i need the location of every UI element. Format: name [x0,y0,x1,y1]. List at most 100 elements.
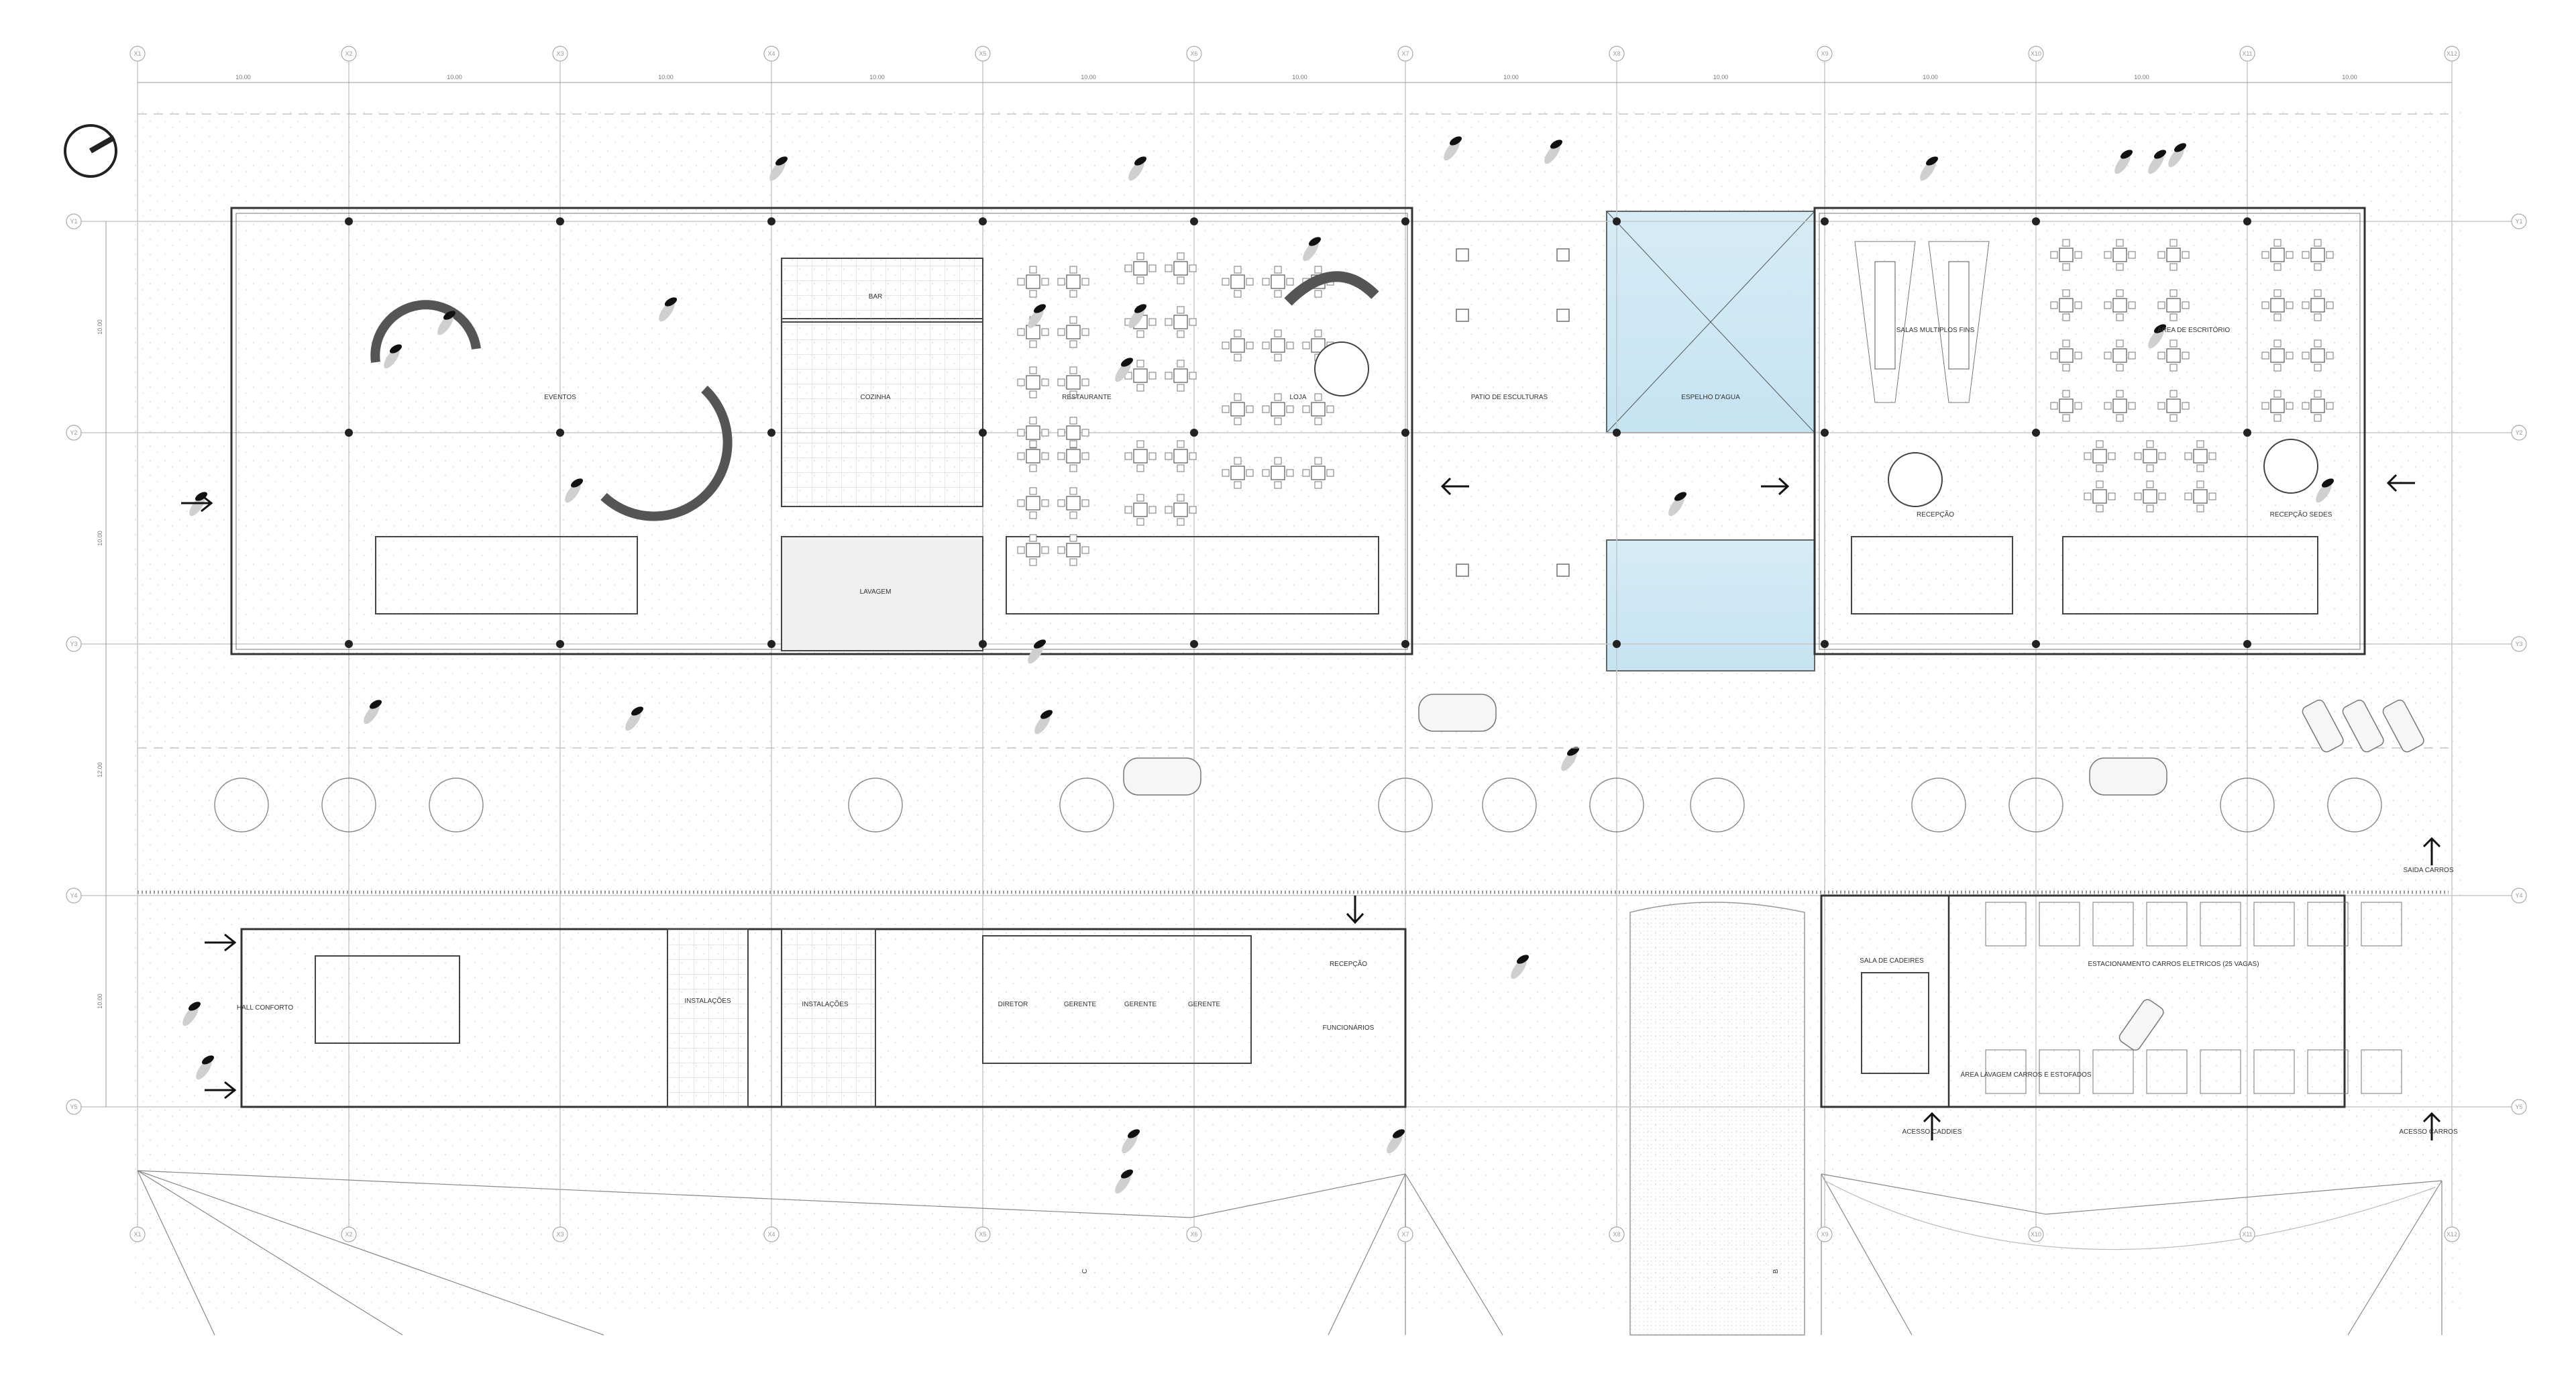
chair [1069,440,1077,448]
chair [2169,339,2178,347]
person [2120,150,2133,159]
chair [2128,402,2136,410]
person [1120,358,1134,367]
chair [1314,481,1322,489]
chair [2302,402,2310,410]
chair [1274,266,1282,274]
parking-bay [2253,902,2295,947]
tree [2327,778,2382,833]
north-arrow-icon [64,124,117,178]
chair [1081,429,1089,437]
grid-label-col: X10 [2031,50,2041,57]
chair [1148,264,1157,272]
chair [2074,251,2082,259]
table [1271,466,1285,480]
dim-label: 10.00 [235,74,251,81]
chair [1274,329,1282,337]
person [1674,492,1687,501]
chair [2084,492,2092,500]
person-shadow [1544,143,1560,164]
chair [2273,364,2282,372]
person-shadow [769,160,786,181]
person-shadow [1128,307,1144,329]
sculpture-plinth [1556,309,1570,322]
parking-bay [2092,1049,2134,1094]
grid-bubble [2511,636,2527,652]
column [1613,429,1621,437]
person [1134,304,1147,313]
chair [2273,239,2282,247]
chair [1029,417,1037,425]
person [1449,136,1462,146]
chair [2326,301,2334,309]
dim-label: 10.00 [1923,74,1938,81]
column [2032,429,2040,437]
chair [1314,329,1322,337]
table [1066,325,1081,339]
gravel-garden [1629,902,1805,1336]
table [1133,449,1148,464]
chair [1165,264,1173,272]
chair [1165,372,1173,380]
curved-bench [370,300,481,363]
tree [2220,778,2275,833]
label-loja: LOJA [1289,394,1306,401]
grid-label-row: Y5 [70,1104,77,1110]
grid-bubble [341,46,357,62]
chair [2157,402,2165,410]
dim-label: 10.00 [1503,74,1519,81]
chair [1069,366,1077,374]
column [556,640,564,648]
grid-label-col: X4 [767,50,775,57]
chair [2286,402,2294,410]
chair [1302,469,1310,477]
table [1271,274,1285,289]
building-south-east [1820,894,2346,1108]
chair [2128,251,2136,259]
sculpture-plinth [1456,309,1469,322]
chair [1057,278,1065,286]
chair [2116,390,2124,398]
tree [2008,778,2063,833]
table [2310,298,2325,313]
person [664,297,678,307]
tree [1378,778,1433,833]
chair [1136,330,1144,338]
chair [2116,339,2124,347]
chair [2314,239,2322,247]
label-estacionamento: ESTACIONAMENTO CARROS ELETRICOS (25 VAGA… [2088,961,2259,968]
chair [2182,402,2190,410]
table [2059,248,2074,262]
chair [1314,266,1322,274]
chair [2273,289,2282,297]
chair [2108,492,2116,500]
chair [1262,341,1270,350]
table [2143,489,2157,504]
chair [2302,301,2310,309]
chair [1234,417,1242,425]
grid-bubble [2511,1099,2527,1115]
site-ground [134,107,2462,1315]
person-shadow [437,314,453,335]
table [1026,274,1040,289]
chair [2158,452,2166,460]
label-lavagem-carros: ÁREA LAVAGEM CARROS E ESTOFADOS [1960,1070,2091,1079]
parking-bay [2146,1049,2188,1094]
table [1066,375,1081,390]
sculpture-plinth [1456,248,1469,262]
person-shadow [2168,146,2184,168]
table [2092,489,2107,504]
column [2243,640,2251,648]
chair [1057,452,1065,460]
label-diretor: DIRETOR [998,1001,1028,1008]
chair [2074,402,2082,410]
grid-label-col: X1 [133,1231,141,1238]
person [2321,478,2334,488]
table [1173,502,1188,517]
grid-label-row: Y3 [70,641,77,647]
chair [2134,452,2142,460]
grid-label-col: X6 [1190,50,1197,57]
table [1230,338,1245,353]
chair [2116,313,2124,321]
